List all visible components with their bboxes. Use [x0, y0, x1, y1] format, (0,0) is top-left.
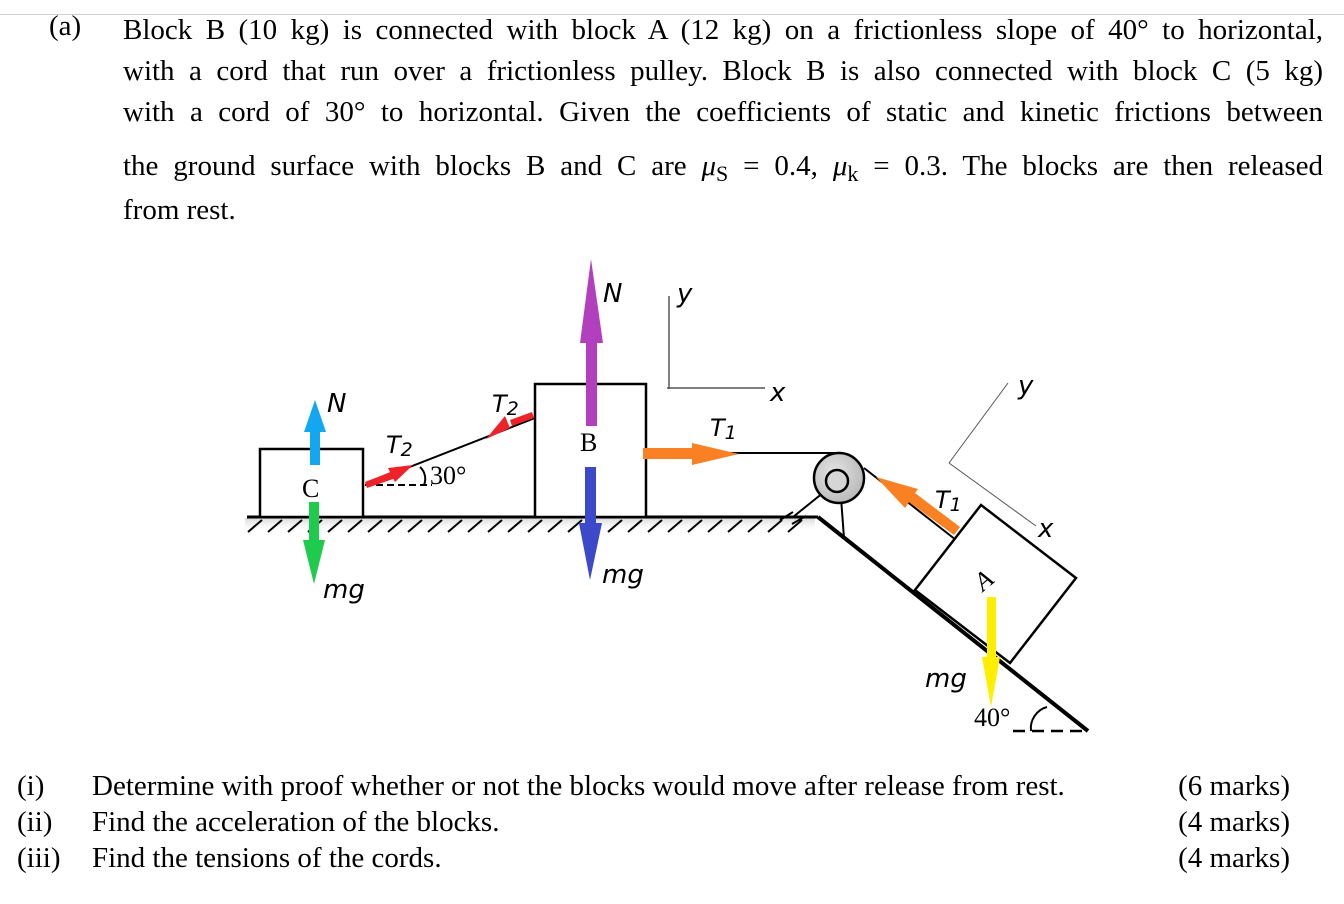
force-c-tension-label: T2	[386, 431, 413, 461]
mu-s-symbol: μ	[701, 150, 717, 182]
mu-k-value: = 0.3. The blocks are then released	[858, 150, 1324, 182]
mu-s-value: = 0.4,	[728, 150, 833, 182]
force-a-weight-head	[982, 657, 1000, 707]
force-c-weight	[303, 502, 325, 584]
pulley-axle	[824, 468, 850, 494]
axes-flat: y x	[667, 279, 786, 408]
force-b-tension-right-shaft	[643, 448, 695, 459]
force-c-tension	[365, 465, 413, 488]
axes-tilted: y x	[948, 371, 1054, 544]
ground-hatching	[247, 519, 803, 533]
problem-line-5: from rest.	[123, 194, 236, 226]
force-b-normal-label: N	[603, 279, 622, 309]
force-a-tension-head	[876, 477, 918, 508]
force-b-tension-right	[643, 443, 739, 465]
question-marks: (4 marks)	[1178, 842, 1290, 874]
force-b-weight-shaft	[585, 467, 596, 527]
force-b-normal-shaft	[586, 340, 597, 426]
block-c-label: C	[302, 474, 319, 503]
force-a-weight	[982, 597, 1000, 707]
force-b-tension-right-head	[692, 443, 739, 465]
force-b-tension-left	[486, 412, 534, 439]
force-c-tension-head	[388, 465, 413, 482]
mu-k-subscript: k	[847, 161, 859, 186]
slope-angle-arc	[1029, 706, 1048, 732]
force-b-tension-left-head	[486, 416, 510, 439]
question-number: (ii)	[17, 806, 53, 838]
axis-tilt-x-label: x	[1037, 514, 1054, 544]
force-a-weight-shaft	[987, 597, 996, 659]
force-b-weight-head	[579, 523, 602, 580]
question-marks: (6 marks)	[1178, 770, 1290, 802]
force-b-normal	[580, 259, 603, 426]
force-c-normal	[304, 400, 326, 465]
line4-prefix: the ground surface with blocks B and C a…	[123, 150, 702, 182]
part-label: (a)	[49, 10, 82, 42]
axis-tilt-x	[948, 462, 1037, 527]
question-text: Determine with proof whether or not the …	[92, 770, 1065, 802]
force-b-tension-left-shaft	[510, 412, 534, 426]
axis-flat-y-label: y	[676, 279, 693, 309]
force-c-weight-label: mg	[323, 575, 365, 605]
force-c-weight-shaft	[309, 502, 319, 544]
force-a-tension-label: T1	[935, 486, 962, 516]
axis-tilt-y-label: y	[1017, 371, 1034, 401]
question-number: (i)	[17, 770, 45, 802]
force-b-weight	[579, 467, 602, 580]
top-rule	[0, 14, 1344, 15]
problem-line-4: the ground surface with blocks B and C a…	[123, 133, 1324, 186]
mu-s-subscript: S	[716, 161, 729, 186]
question-number: (iii)	[17, 842, 61, 874]
block-b-label: B	[580, 428, 597, 457]
force-b-tension-right-label: T1	[710, 414, 737, 444]
force-a-tension	[876, 477, 960, 535]
problem-statement: Block B (10 kg) is connected with block …	[123, 10, 1323, 226]
force-b-weight-label: mg	[602, 560, 644, 590]
question-text: Find the acceleration of the blocks.	[92, 806, 500, 838]
force-c-tension-shaft	[365, 471, 396, 488]
block-a	[913, 503, 1078, 665]
problem-line-1: Block B (10 kg) is connected with block …	[123, 14, 1323, 46]
question-item: (iii) Find the tensions of the cords. (4…	[0, 840, 1344, 876]
force-c-weight-head	[303, 540, 325, 584]
question-item: (i) Determine with proof whether or not …	[0, 768, 1344, 804]
problem-line-3: with a cord of 30° to horizontal. Given …	[123, 96, 1323, 128]
force-c-normal-label: N	[327, 389, 346, 419]
problem-line-2: with a cord that run over a frictionless…	[123, 55, 1323, 87]
question-item: (ii) Find the acceleration of the blocks…	[0, 804, 1344, 840]
force-c-normal-shaft	[310, 428, 320, 465]
axis-flat-x-label: x	[769, 378, 786, 408]
axis-tilt-y	[948, 382, 1009, 464]
force-b-tension-left-label: T2	[492, 390, 519, 420]
force-b-normal-head	[580, 259, 603, 343]
question-text: Find the tensions of the cords.	[92, 842, 442, 874]
force-a-tension-shaft	[909, 493, 960, 535]
slope-angle-label: 40°	[974, 703, 1010, 732]
question-marks: (4 marks)	[1178, 806, 1290, 838]
slope-surface	[816, 515, 1090, 733]
force-c-normal-head	[304, 400, 326, 432]
ground	[245, 515, 818, 533]
cord-angle-arc	[419, 466, 427, 486]
force-a-weight-label: mg	[925, 664, 967, 694]
pulley	[779, 451, 866, 539]
cord-angle-label: 30°	[430, 461, 466, 490]
mu-k-symbol: μ	[832, 150, 848, 182]
